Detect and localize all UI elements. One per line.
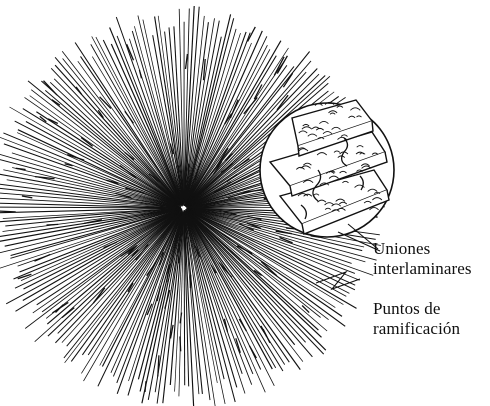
branch-mark: [22, 196, 32, 198]
lamella-ray: [26, 122, 179, 206]
interlaminar-joints-label: Uniones interlaminares: [373, 239, 472, 279]
branch-mark: [16, 168, 26, 169]
lamellae-magnified-inset: [260, 100, 394, 237]
branch-mark: [178, 165, 179, 178]
branch-mark: [145, 381, 146, 392]
branch-points-label-line2: ramificación: [373, 319, 460, 339]
branch-points-label-line1: Puntos de: [373, 299, 460, 319]
branch-mark: [0, 211, 16, 212]
branch-mark: [283, 73, 292, 87]
branch-mark: [93, 288, 105, 303]
branch-mark: [274, 57, 284, 76]
branch-mark: [302, 306, 309, 313]
interlaminar-joints-label-line2: interlaminares: [373, 259, 472, 279]
lamella-ray: [184, 211, 185, 385]
lamella-ray: [3, 133, 178, 206]
branch-mark: [179, 244, 180, 264]
interlaminar-joints-label-line1: Uniones: [373, 239, 472, 259]
lamella-ray: [102, 211, 182, 366]
branch-mark: [249, 346, 256, 358]
branch-mark: [47, 224, 59, 225]
branch-mark: [127, 44, 134, 60]
branch-mark: [248, 27, 256, 42]
branch-points-label: Puntos de ramificación: [373, 299, 460, 339]
branch-mark: [180, 313, 182, 324]
branch-mark: [186, 54, 188, 69]
branch-mark: [35, 255, 51, 262]
lamella-ray: [81, 210, 182, 373]
branch-mark: [52, 100, 60, 106]
lamella-ray: [15, 121, 182, 206]
branch-mark: [158, 355, 159, 376]
branch-mark: [180, 337, 181, 352]
lamella-ray: [36, 112, 179, 205]
